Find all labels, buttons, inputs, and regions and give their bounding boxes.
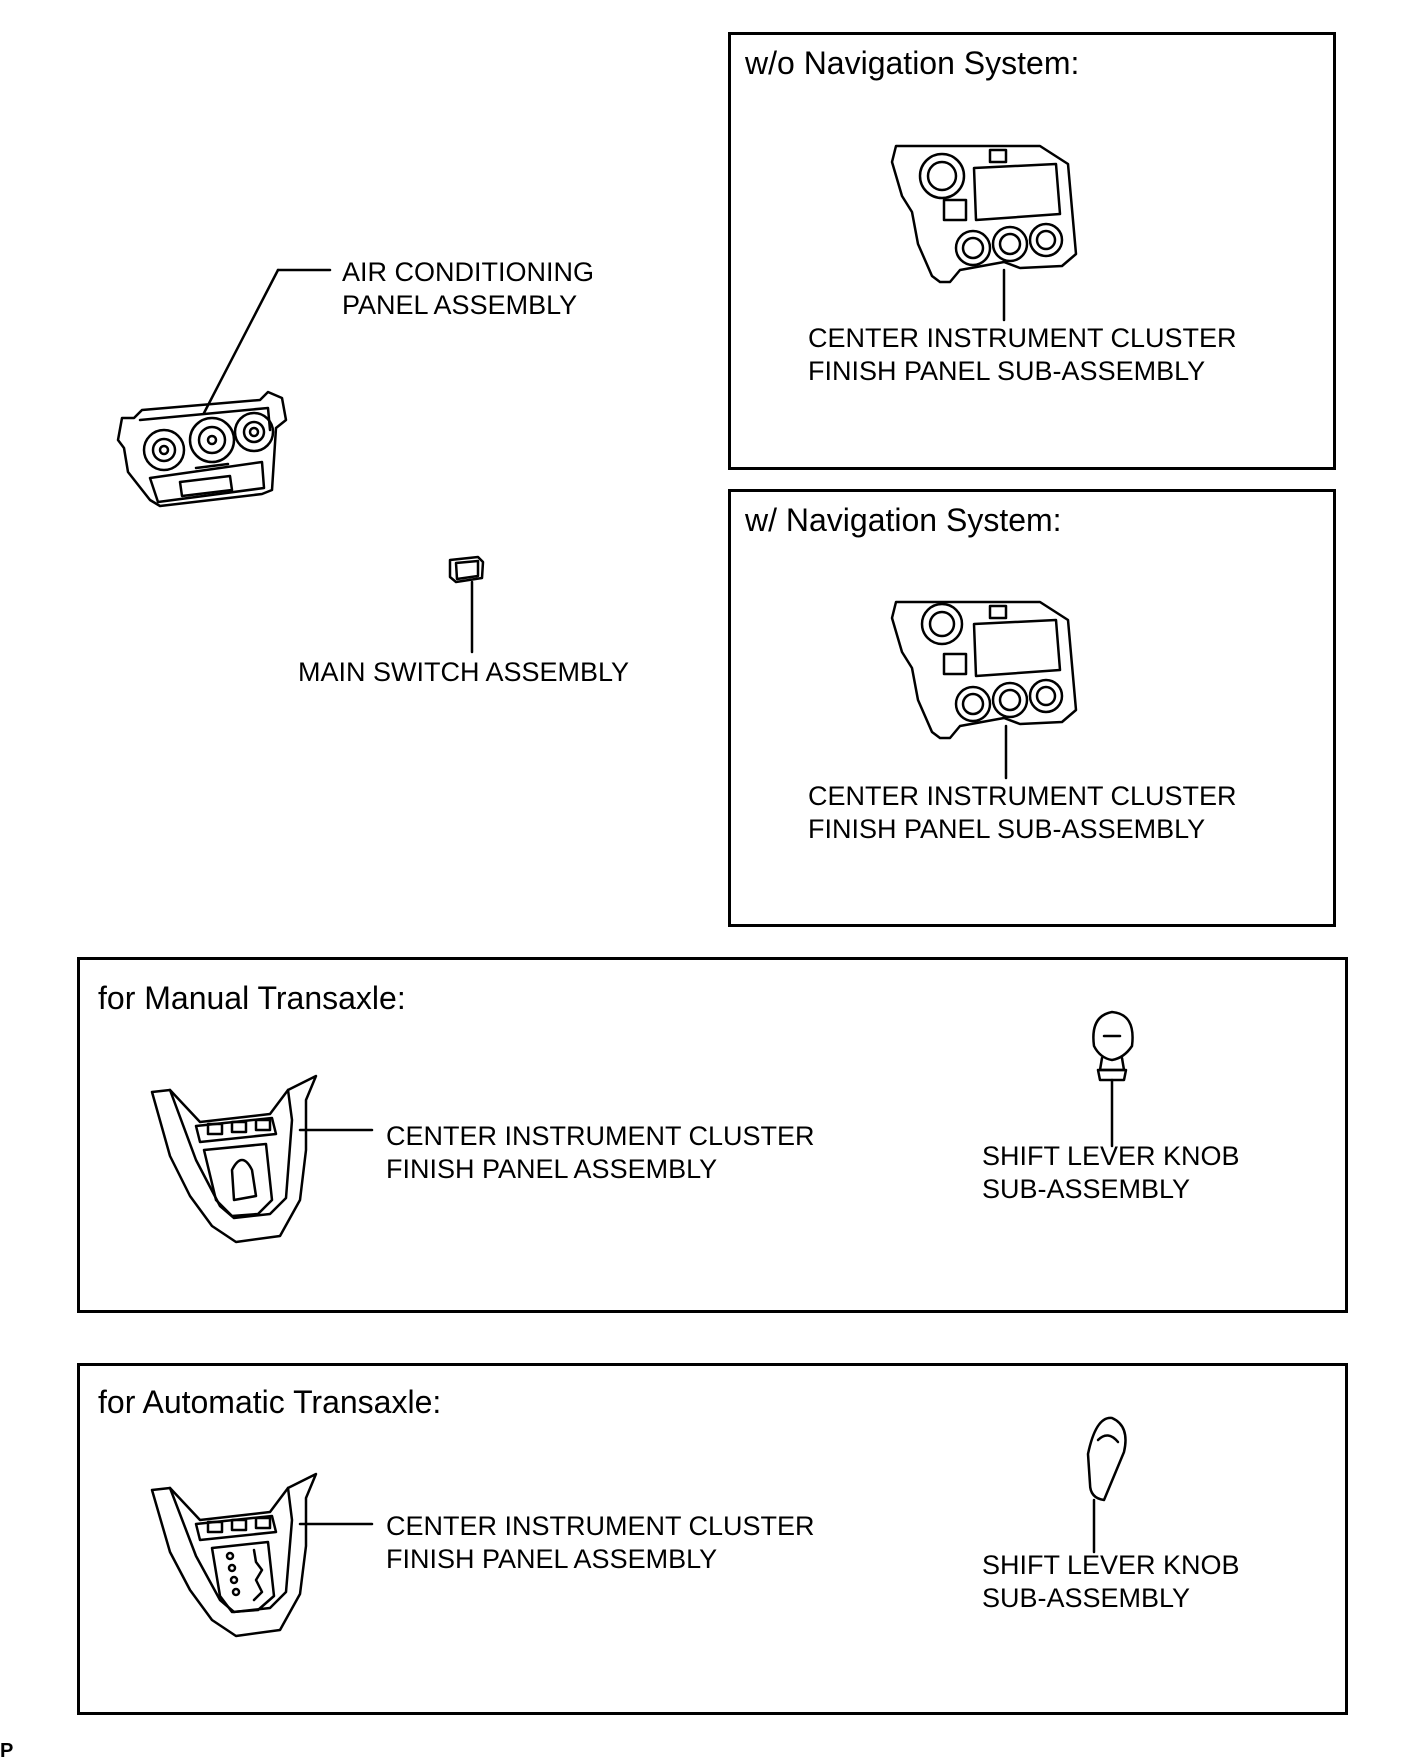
w-nav-panel-label-line1: CENTER INSTRUMENT CLUSTER	[808, 781, 1237, 811]
w-nav-panel-label-line2: FINISH PANEL SUB-ASSEMBLY	[808, 814, 1206, 844]
manual-shift-knob-label: SHIFT LEVER KNOB SUB-ASSEMBLY	[982, 1140, 1240, 1206]
manual-transaxle-box: for Manual Transaxle:	[77, 957, 1348, 1313]
manual-shift-knob-label-line2: SUB-ASSEMBLY	[982, 1174, 1191, 1204]
ac-panel-label-line1: AIR CONDITIONING	[342, 257, 595, 287]
automatic-shift-knob-label: SHIFT LEVER KNOB SUB-ASSEMBLY	[982, 1549, 1240, 1615]
manual-shift-knob-label-line1: SHIFT LEVER KNOB	[982, 1141, 1240, 1171]
automatic-shift-knob-label-line1: SHIFT LEVER KNOB	[982, 1550, 1240, 1580]
automatic-finish-panel-label: CENTER INSTRUMENT CLUSTER FINISH PANEL A…	[386, 1510, 815, 1576]
w-nav-panel-label: CENTER INSTRUMENT CLUSTER FINISH PANEL S…	[808, 780, 1237, 846]
wo-nav-panel-label-line2: FINISH PANEL SUB-ASSEMBLY	[808, 356, 1206, 386]
w-nav-title: w/ Navigation System:	[745, 502, 1062, 538]
automatic-shift-knob-label-line2: SUB-ASSEMBLY	[982, 1583, 1191, 1613]
automatic-transaxle-box: for Automatic Transaxle:	[77, 1363, 1348, 1715]
wo-nav-panel-label-line1: CENTER INSTRUMENT CLUSTER	[808, 323, 1237, 353]
wo-nav-panel-drawing	[890, 144, 1078, 322]
automatic-shift-knob-drawing	[1086, 1416, 1127, 1554]
air-conditioning-panel-drawing	[116, 268, 332, 508]
manual-transaxle-title: for Manual Transaxle:	[98, 980, 406, 1016]
ac-panel-label-line2: PANEL ASSEMBLY	[342, 290, 578, 320]
automatic-transaxle-title: for Automatic Transaxle:	[98, 1384, 442, 1420]
manual-finish-panel-label-line1: CENTER INSTRUMENT CLUSTER	[386, 1121, 815, 1151]
wo-nav-panel-label: CENTER INSTRUMENT CLUSTER FINISH PANEL S…	[808, 322, 1237, 388]
manual-finish-panel-label-line2: FINISH PANEL ASSEMBLY	[386, 1154, 718, 1184]
main-switch-drawing	[448, 555, 485, 654]
manual-finish-panel-label: CENTER INSTRUMENT CLUSTER FINISH PANEL A…	[386, 1120, 815, 1186]
main-switch-label: MAIN SWITCH ASSEMBLY	[298, 656, 629, 689]
w-nav-panel-drawing	[890, 600, 1078, 780]
manual-shift-knob-drawing	[1092, 1010, 1134, 1148]
automatic-finish-panel-drawing	[150, 1472, 374, 1638]
automatic-finish-panel-label-line2: FINISH PANEL ASSEMBLY	[386, 1544, 718, 1574]
manual-finish-panel-drawing	[150, 1074, 374, 1244]
corner-mark: P	[0, 1740, 14, 1762]
main-switch-label-line1: MAIN SWITCH ASSEMBLY	[298, 657, 630, 687]
wo-nav-title: w/o Navigation System:	[745, 45, 1080, 81]
automatic-finish-panel-label-line1: CENTER INSTRUMENT CLUSTER	[386, 1511, 815, 1541]
ac-panel-label: AIR CONDITIONING PANEL ASSEMBLY	[342, 256, 594, 322]
